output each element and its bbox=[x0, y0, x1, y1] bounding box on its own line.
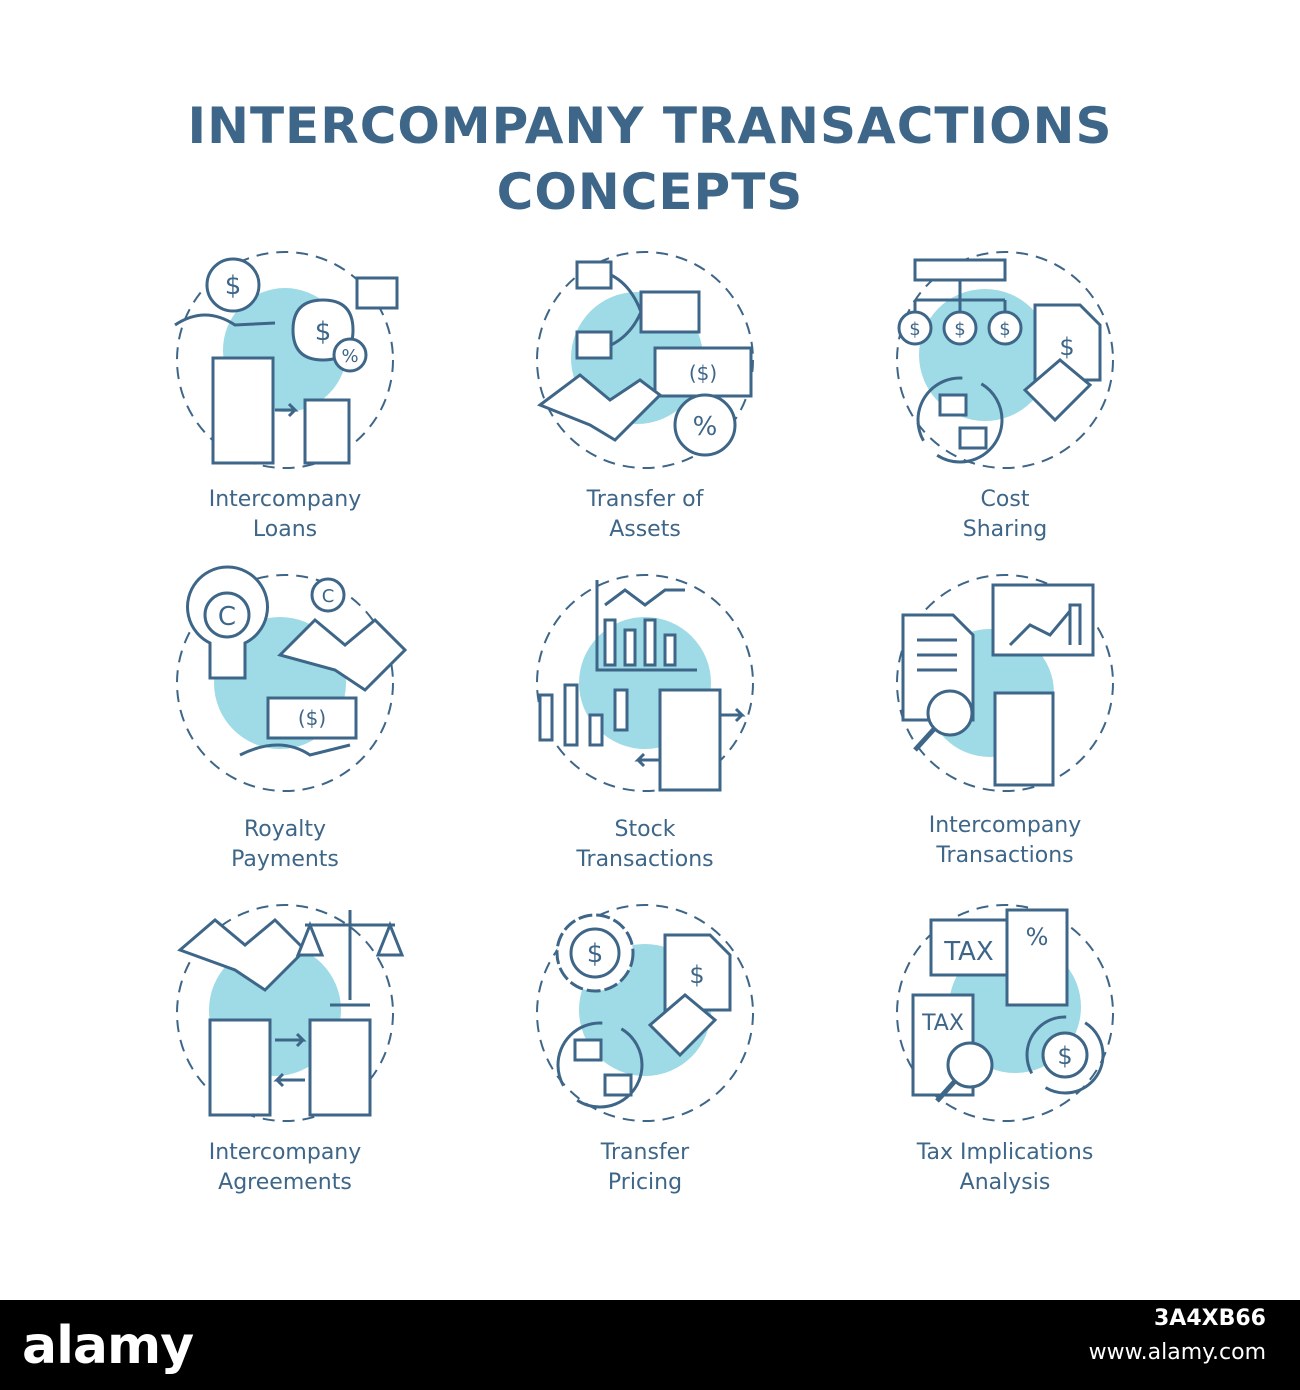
svg-text:($): ($) bbox=[298, 706, 326, 730]
concept-card-transfer-of-assets: ($) % Transfer of Assets bbox=[465, 230, 825, 560]
watermark-image-id: 3A4XB66 bbox=[1154, 1306, 1266, 1331]
svg-text:$: $ bbox=[909, 319, 920, 340]
cost-sharing-icon: $ $ $ $ bbox=[896, 251, 1114, 469]
svg-text:$: $ bbox=[1057, 1042, 1072, 1070]
intercompany-agreements-icon bbox=[176, 904, 405, 1122]
svg-text:C: C bbox=[322, 586, 335, 607]
watermark-logo: alamy bbox=[22, 1316, 194, 1376]
tax-implications-icon: TAX % TAX $ bbox=[896, 904, 1114, 1122]
transfer-pricing-icon: $ $ bbox=[536, 904, 754, 1122]
concept-label-line-2: Assets bbox=[609, 517, 681, 542]
concept-label-line-1: Intercompany bbox=[208, 1140, 362, 1165]
concept-card-intercompany-transactions: Intercompany Transactions bbox=[825, 565, 1185, 895]
svg-text:($): ($) bbox=[689, 361, 717, 385]
svg-text:$: $ bbox=[999, 319, 1010, 340]
svg-text:$: $ bbox=[689, 961, 704, 989]
svg-text:TAX: TAX bbox=[921, 1011, 964, 1036]
concept-card-stock-transactions: Stock Transactions bbox=[465, 565, 825, 895]
intercompany-loans-icon: $ $ % bbox=[174, 251, 399, 469]
concept-card-intercompany-loans: $ $ % Intercompany Loans bbox=[105, 230, 465, 560]
concept-label-line-2: Analysis bbox=[959, 1170, 1051, 1195]
concept-label-line-1: Intercompany bbox=[928, 813, 1082, 838]
stock-transactions-icon bbox=[536, 574, 754, 792]
watermark-url: www.alamy.com bbox=[1088, 1340, 1266, 1365]
page-title-line-1: INTERCOMPANY TRANSACTIONS bbox=[187, 97, 1113, 155]
concept-label-line-1: Royalty bbox=[243, 817, 327, 842]
svg-text:$: $ bbox=[587, 939, 604, 969]
page-title-line-2: CONCEPTS bbox=[496, 163, 804, 221]
concept-label-line-2: Transactions bbox=[576, 847, 714, 872]
concept-card-transfer-pricing: $ $ Transfer Pricing bbox=[465, 895, 825, 1225]
concept-card-royalty-payments: C C ($) Royalty Payments bbox=[105, 565, 465, 895]
svg-text:$: $ bbox=[954, 319, 965, 340]
concept-label-line-2: Sharing bbox=[962, 517, 1048, 542]
concept-label-line-1: Transfer bbox=[600, 1140, 690, 1165]
svg-text:%: % bbox=[341, 346, 358, 367]
svg-text:TAX: TAX bbox=[943, 937, 993, 967]
concept-label-line-1: Stock bbox=[614, 817, 676, 842]
concept-label-line-2: Transactions bbox=[936, 843, 1074, 868]
transfer-of-assets-icon: ($) % bbox=[536, 251, 754, 469]
concept-label-line-1: Transfer of bbox=[586, 487, 704, 512]
svg-text:%: % bbox=[1026, 923, 1049, 951]
svg-text:$: $ bbox=[1059, 333, 1074, 361]
concept-label-line-1: Intercompany bbox=[208, 487, 362, 512]
watermark-bar: alamy 3A4XB66 www.alamy.com bbox=[0, 1300, 1300, 1390]
svg-text:$: $ bbox=[225, 271, 242, 301]
svg-text:C: C bbox=[218, 602, 236, 632]
royalty-payments-icon: C C ($) bbox=[176, 565, 408, 792]
concept-label-line-1: Tax Implications bbox=[916, 1140, 1094, 1165]
svg-text:$: $ bbox=[315, 317, 332, 347]
intercompany-transactions-icon bbox=[896, 574, 1114, 792]
concept-card-tax-implications-analysis: TAX % TAX $ Tax Implications Analysis bbox=[825, 895, 1185, 1225]
concept-card-intercompany-agreements: Intercompany Agreements bbox=[105, 895, 465, 1225]
concept-label-line-1: Cost bbox=[980, 487, 1030, 512]
concept-label-line-2: Loans bbox=[252, 517, 318, 542]
concept-card-cost-sharing: $ $ $ $ Cost Sharing bbox=[825, 230, 1185, 560]
concept-label-line-2: Agreements bbox=[218, 1170, 352, 1195]
concept-label-line-2: Pricing bbox=[607, 1170, 683, 1195]
concept-label-line-2: Payments bbox=[231, 847, 339, 872]
svg-text:%: % bbox=[693, 412, 718, 442]
